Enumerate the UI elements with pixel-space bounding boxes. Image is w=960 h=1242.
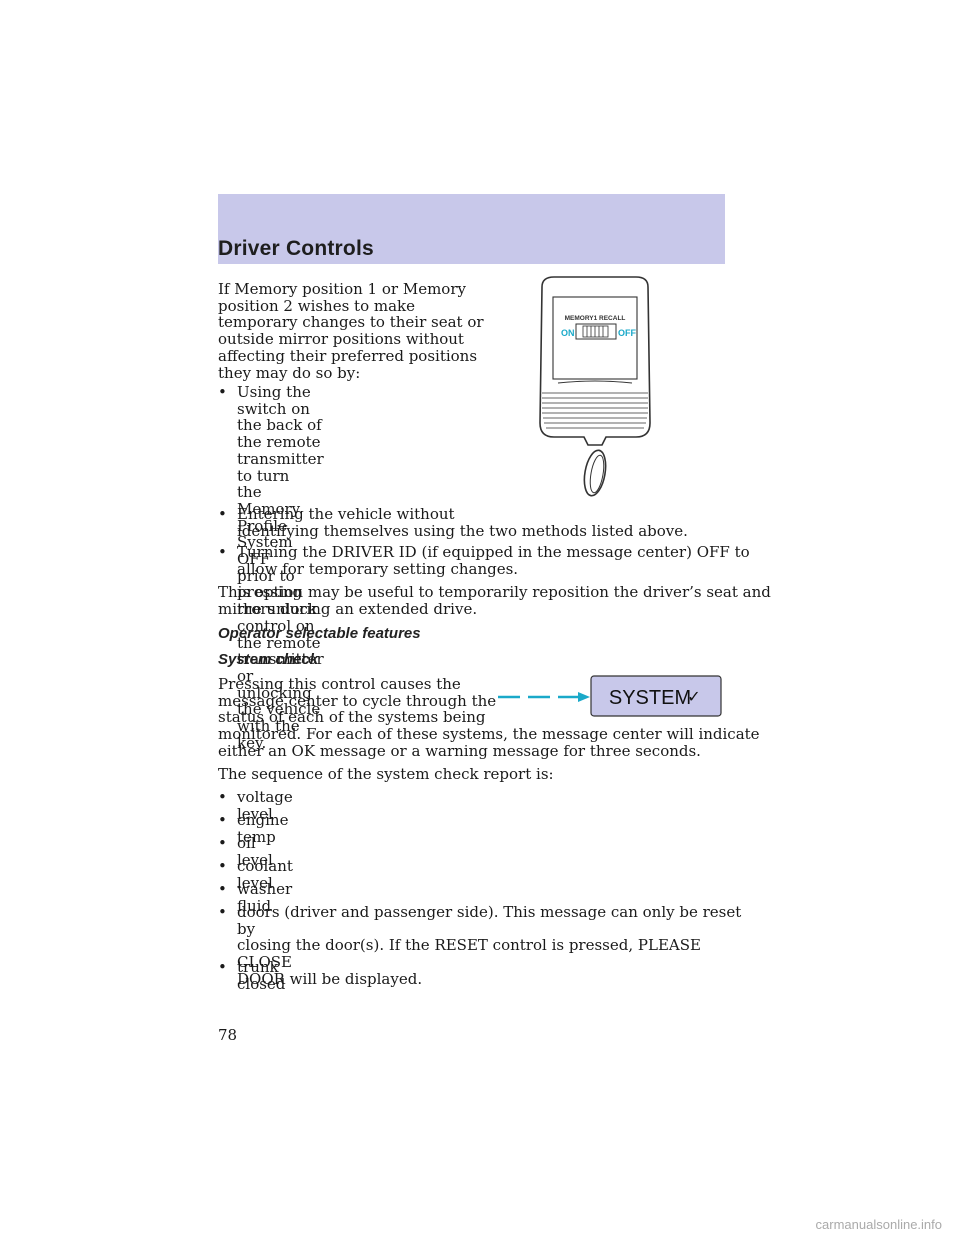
intro-line: affecting their preferred positions xyxy=(218,346,478,365)
key-ring-icon xyxy=(583,449,607,497)
check-icon: ✓ xyxy=(687,689,700,706)
intro-line: outside mirror positions without xyxy=(218,330,464,349)
intro-line: position 2 wishes to make xyxy=(218,296,416,315)
bullet-icon: • xyxy=(218,811,227,829)
bullet-icon: • xyxy=(218,958,227,976)
paragraph-line: status of each of the systems being xyxy=(218,708,486,727)
bullet-icon: • xyxy=(218,834,227,852)
remote-panel xyxy=(552,296,638,380)
system-button-label: SYSTEM xyxy=(609,687,691,709)
bullet-icon: • xyxy=(218,543,227,561)
paragraph-line: monitored. For each of these systems, th… xyxy=(218,725,760,744)
list-item-text: oil level xyxy=(237,834,273,869)
sequence-intro: The sequence of the system check report … xyxy=(218,765,554,783)
on-label: ON xyxy=(561,328,575,338)
list-item-text: coolant level xyxy=(237,857,293,892)
subsection-title: System check xyxy=(218,651,319,668)
remote-body-icon xyxy=(539,276,651,446)
paragraph-line: message center to cycle through the xyxy=(218,691,497,710)
bullet-icon: • xyxy=(218,903,227,921)
bullet-icon: • xyxy=(218,383,227,401)
list-item-text: trunk closed xyxy=(237,958,286,993)
page-number: 78 xyxy=(218,1026,238,1044)
list-item-text: engine temp xyxy=(237,811,289,846)
grip-ridges xyxy=(542,392,648,429)
system-button xyxy=(590,675,722,717)
intro-line: temporary changes to their seat or xyxy=(218,313,484,332)
bullet-icon: • xyxy=(218,788,227,806)
off-label: OFF xyxy=(618,328,636,338)
list-item-text: Turning the DRIVER ID (if equipped in th… xyxy=(237,543,750,578)
list-item-text: doors (driver and passenger side). This … xyxy=(237,903,742,988)
intro-line: If Memory position 1 or Memory xyxy=(218,280,466,298)
paragraph-line: This option may be useful to temporarily… xyxy=(218,583,771,601)
page-title: Driver Controls xyxy=(218,237,374,260)
system-check-figure: SYSTEM ✓ xyxy=(498,675,722,717)
watermark: carmanualsonline.info xyxy=(815,1217,942,1232)
section-title: Operator selectable features xyxy=(218,625,421,642)
paragraph-line: either an OK message or a warning messag… xyxy=(218,741,701,760)
bullet-icon: • xyxy=(218,505,227,523)
list-item-text: washer fluid xyxy=(237,880,293,915)
remote-transmitter-figure: MEMORY1 RECALL ON OFF xyxy=(539,276,651,497)
memory-recall-label: MEMORY1 RECALL xyxy=(565,315,626,322)
paragraph-line: Pressing this control causes the xyxy=(218,675,461,693)
list-item-text: Entering the vehicle without identifying… xyxy=(237,505,688,540)
header-band xyxy=(218,194,725,264)
intro-line: they may do so by: xyxy=(218,363,361,382)
bullet-icon: • xyxy=(218,880,227,898)
list-item-text: Using the switch on the back of the remo… xyxy=(237,383,324,752)
bullet-icon: • xyxy=(218,857,227,875)
paragraph-line: mirrors during an extended drive. xyxy=(218,599,478,618)
list-item-text: voltage level xyxy=(237,788,293,823)
